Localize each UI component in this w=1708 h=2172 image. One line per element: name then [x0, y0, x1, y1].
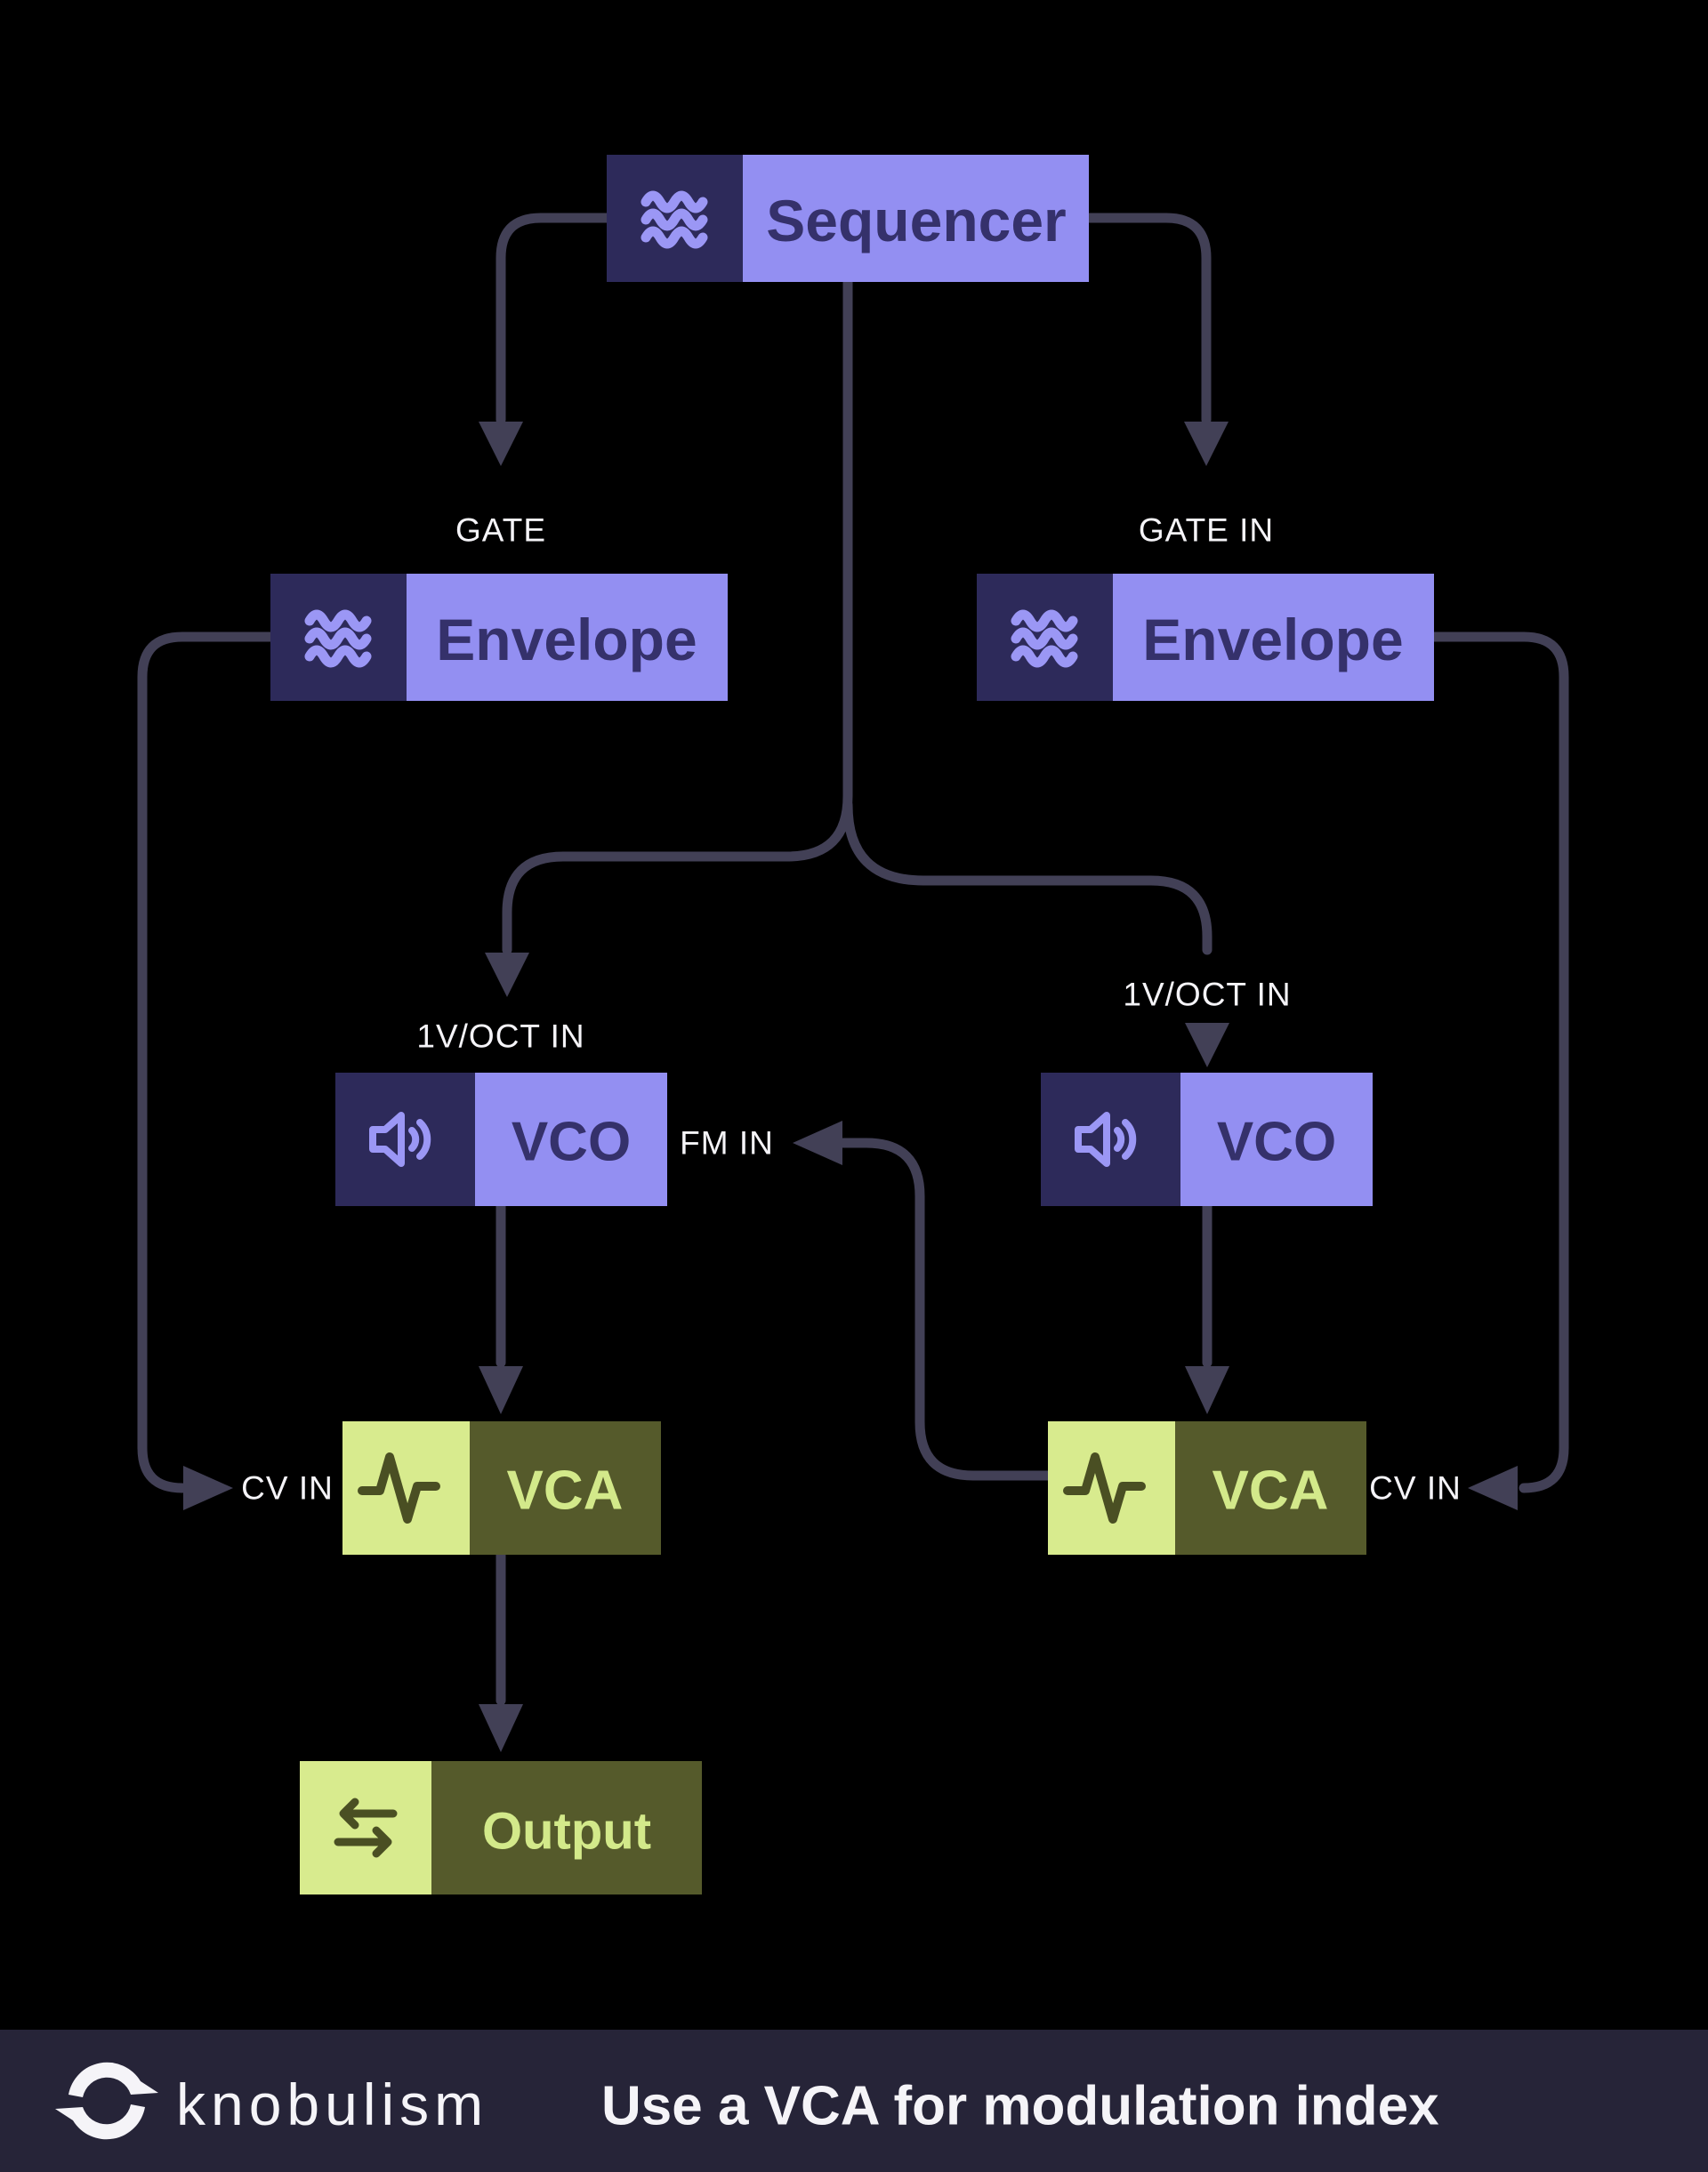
speaker-icon [1075, 1112, 1137, 1167]
wire-sequencer-to-envelope-right [1084, 213, 1212, 425]
node-body-panel [431, 1761, 702, 1894]
node-title-vca-left: VCA [507, 1460, 624, 1522]
node-vca-right: VCA [1048, 1421, 1366, 1555]
node-title-vco-left: VCO [512, 1112, 631, 1173]
knobulism-logo [55, 2062, 158, 2140]
port-label-voct-left: 1V/OCT IN [416, 1018, 584, 1055]
arrowhead-cv-in-right [1468, 1466, 1518, 1510]
waves-icon [304, 609, 372, 668]
node-vca-left: VCA [342, 1421, 661, 1555]
node-title-output: Output [482, 1803, 651, 1861]
node-sequencer: Sequencer [607, 155, 1089, 282]
activity-icon [1063, 1452, 1146, 1524]
port-label-cv-in-left: CV IN [241, 1470, 334, 1507]
port-label-cv-in-right: CV IN [1369, 1470, 1462, 1507]
wire-sequencer-to-vco-right [842, 800, 1213, 955]
waves-icon [1011, 609, 1078, 668]
waves-icon [640, 190, 708, 249]
wire-envelope-left-to-cv-in-left [137, 631, 276, 1493]
port-label-fm-in: FM IN [680, 1125, 774, 1162]
wire-sequencer-to-envelope-left [495, 213, 612, 425]
footer-background [0, 2030, 1708, 2172]
node-body-panel [743, 155, 1089, 282]
wire-sequencer-to-vco-left [502, 277, 853, 955]
port-label-gate-in: GATE IN [1139, 512, 1274, 549]
port-label-gate: GATE [455, 512, 546, 549]
activity-icon [358, 1452, 440, 1524]
footer-tagline: Use a VCA for modulation index [601, 2076, 1439, 2137]
footer-bar: knobulism Use a VCA for modulation index [0, 2030, 1708, 2172]
node-title-envelope-left: Envelope [436, 607, 697, 672]
node-icon-panel [300, 1761, 431, 1894]
node-body-panel [1113, 574, 1434, 701]
arrowhead-vca-right-in [1185, 1366, 1229, 1414]
node-body-panel [1180, 1073, 1373, 1206]
arrowhead-fm-in [793, 1121, 842, 1165]
node-body-panel [1175, 1421, 1366, 1555]
wires [137, 213, 1569, 1752]
port-labels: GATE GATE IN 1V/OCT IN 1V/OCT IN FM IN C… [241, 512, 1462, 1507]
node-title-sequencer: Sequencer [766, 188, 1066, 253]
node-body-panel [470, 1421, 661, 1555]
arrowhead-gate [479, 422, 523, 466]
arrowhead-cv-in-left [183, 1466, 233, 1510]
wire-envelope-right-to-cv-in-right [1429, 631, 1569, 1493]
node-title-vca-right: VCA [1213, 1460, 1329, 1522]
brand-name: knobulism [176, 2071, 488, 2137]
arrowhead-output-in [479, 1704, 523, 1752]
arrowhead-gate-in [1184, 422, 1229, 466]
node-icon-panel [335, 1073, 475, 1206]
arrowhead-voct-left [485, 953, 529, 997]
node-title-envelope-right: Envelope [1142, 607, 1403, 672]
speaker-icon [369, 1112, 431, 1167]
node-body-panel [475, 1073, 667, 1206]
transfer-icon [334, 1798, 398, 1858]
node-title-vco-right: VCO [1217, 1112, 1336, 1173]
node-output: Output [300, 1761, 702, 1894]
node-vco-left: VCO [335, 1073, 667, 1206]
node-envelope-right: Envelope [977, 574, 1434, 701]
port-label-voct-right: 1V/OCT IN [1123, 977, 1291, 1013]
wire-vca-right-to-fm-in [838, 1138, 1053, 1481]
node-vco-right: VCO [1041, 1073, 1373, 1206]
node-envelope-left: Envelope [270, 574, 728, 701]
node-body-panel [407, 574, 728, 701]
arrowhead-voct-right [1185, 1023, 1229, 1067]
node-icon-panel [1041, 1073, 1180, 1206]
arrowhead-vca-left-in [479, 1366, 523, 1414]
